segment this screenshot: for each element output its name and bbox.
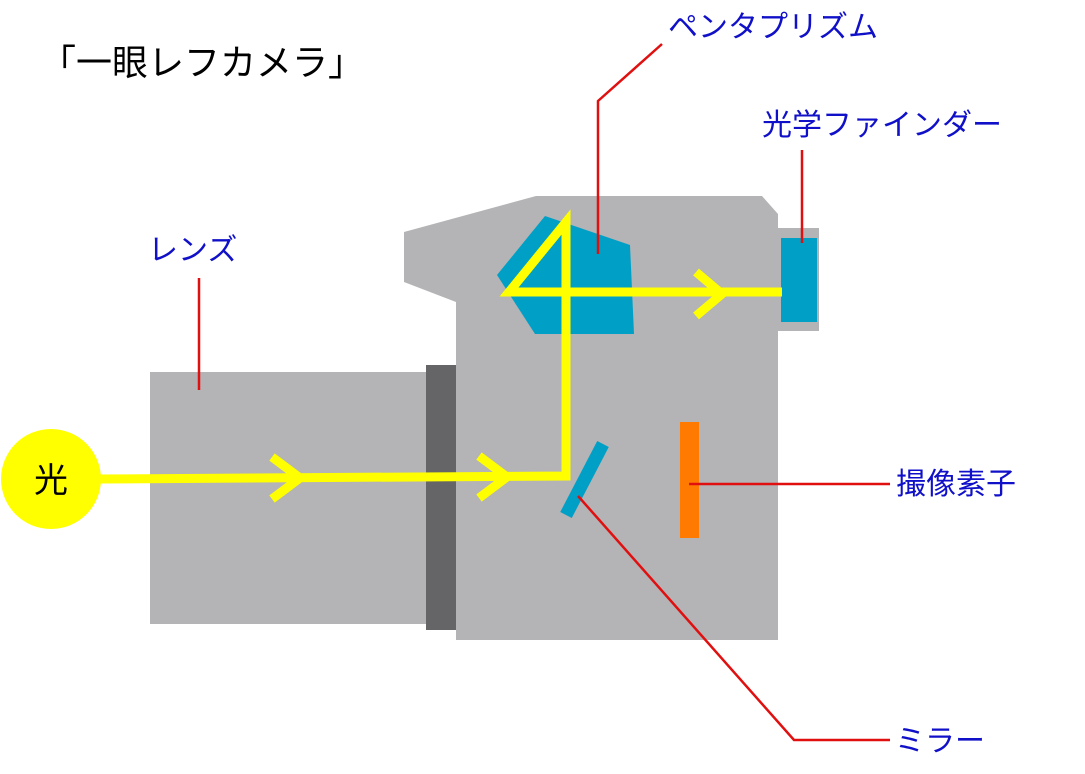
light-source-label: 光 (34, 461, 68, 501)
light-path (99, 209, 782, 503)
light-arrow-1 (269, 453, 308, 503)
label-mirror: ミラー (895, 724, 985, 759)
optical-finder-glass (781, 238, 817, 322)
lens-mount (426, 365, 456, 630)
label-pentaprism: ペンタプリズム (668, 10, 878, 45)
leader-line-mirror (577, 495, 890, 742)
component-labels: レンズ ペンタプリズム 光学ファインダー 撮像素子 ミラー (148, 10, 1016, 759)
reflex-mirror-shape (560, 440, 609, 519)
light-path-main (99, 209, 782, 484)
light-arrow-2 (476, 452, 515, 502)
diagram-title: 「一眼レフカメラ」 (40, 43, 364, 84)
light-source (1, 429, 101, 529)
label-image-sensor: 撮像素子 (896, 467, 1016, 502)
image-sensor-shape (680, 422, 699, 538)
label-optical-finder: 光学ファインダー (762, 108, 1002, 143)
light-arrow-3 (693, 268, 729, 320)
leader-lines (197, 43, 890, 742)
leader-line-pentaprism (596, 43, 663, 254)
label-lens: レンズ (148, 233, 237, 268)
lens-barrel (150, 372, 428, 624)
